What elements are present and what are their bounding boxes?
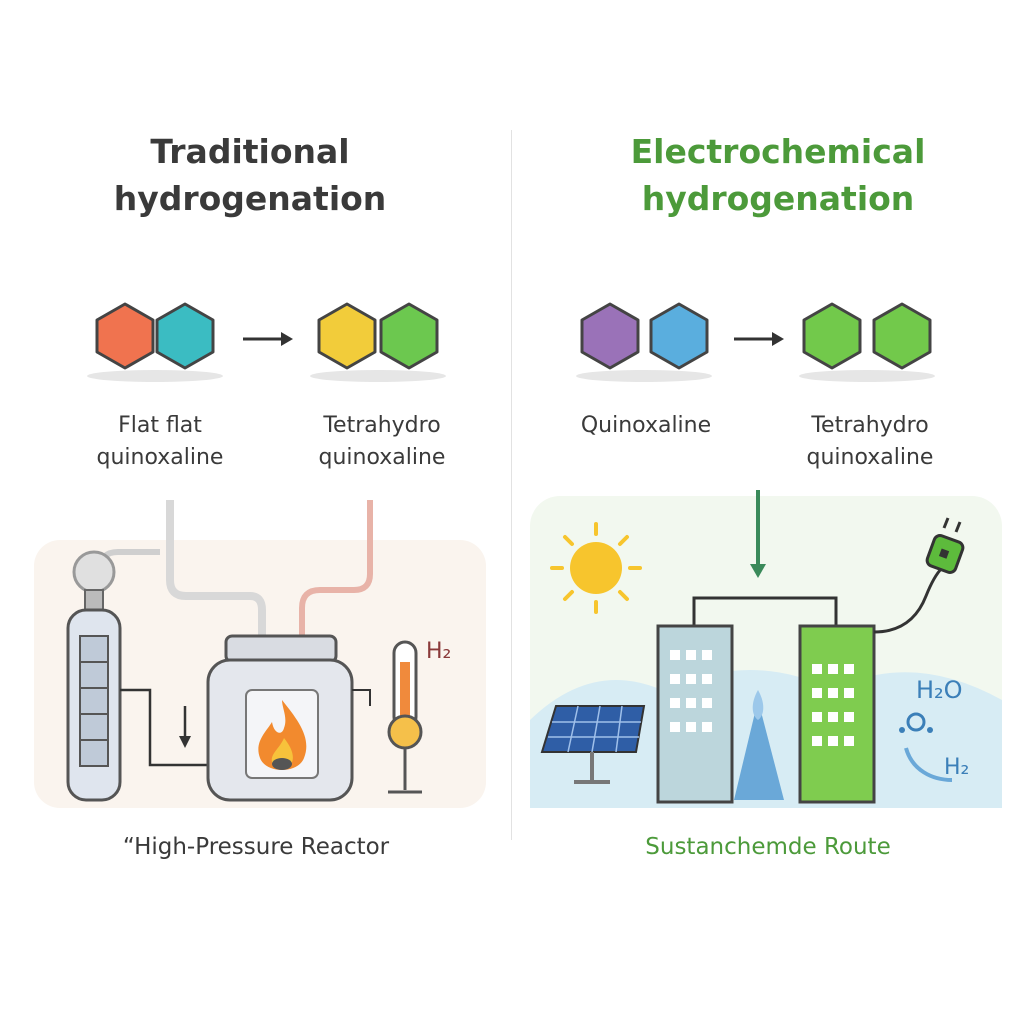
reactant-label: Flat flat quinoxaline — [96, 413, 224, 470]
electrochemical-title: Electrochemical hydrogenation — [630, 132, 926, 218]
h2o-label: H₂O — [916, 676, 963, 704]
electrochemical-panel: Electrochemical hydrogenation — [512, 0, 1024, 1024]
reactant-molecule — [87, 302, 223, 382]
gas-cylinder-icon — [66, 550, 122, 802]
product-molecule — [310, 302, 446, 382]
electrolysis-cell-left — [656, 624, 734, 804]
electrolysis-cell-right — [798, 624, 876, 804]
traditional-illustration: H₂ — [34, 302, 486, 808]
electrochemical-illustration: H₂O H₂ — [530, 302, 1002, 808]
solar-panel-icon — [540, 705, 646, 784]
traditional-caption: “High-Pressure Reactor — [122, 834, 390, 860]
reaction-arrow — [734, 332, 784, 346]
product-label: Tetrahydro quinoxaline — [806, 413, 934, 470]
electrochemical-caption: Sustanchemde Route — [645, 834, 891, 860]
flame-icon — [258, 700, 307, 770]
reactant-molecule — [576, 302, 712, 382]
product-molecule — [799, 302, 935, 382]
traditional-panel: Traditional hydrogenation — [34, 132, 486, 860]
reaction-arrow — [243, 332, 293, 346]
thermometer-icon — [387, 640, 423, 794]
sun-icon — [550, 522, 642, 614]
panel-divider — [511, 130, 512, 840]
h2-label: H₂ — [426, 639, 451, 664]
plug-icon — [925, 517, 965, 574]
reactant-label: Quinoxaline — [580, 413, 712, 438]
traditional-title: Traditional hydrogenation — [113, 132, 387, 218]
reactor-vessel — [206, 634, 354, 802]
product-label: Tetrahydro quinoxaline — [318, 413, 446, 470]
h2-label: H₂ — [944, 755, 969, 780]
